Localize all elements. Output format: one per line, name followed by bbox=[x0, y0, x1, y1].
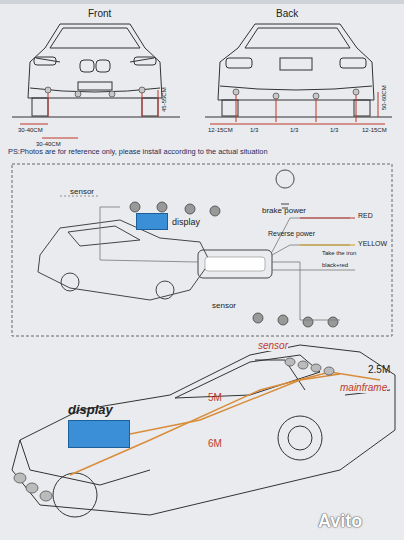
dimension-label: Back bbox=[276, 8, 298, 19]
display-screen bbox=[136, 213, 168, 230]
part-label: Reverse power bbox=[268, 230, 315, 238]
dimension-label: 12-15CM bbox=[208, 127, 233, 134]
part-label: sensor bbox=[70, 188, 94, 197]
watermark: Avito bbox=[318, 512, 362, 532]
display-unit: display bbox=[136, 213, 200, 230]
part-label: YELLOW bbox=[358, 240, 387, 248]
display-screen bbox=[68, 420, 130, 448]
part-label: 5M bbox=[208, 392, 222, 403]
dimension-label: 50-60CM bbox=[381, 85, 388, 110]
part-label: sensor bbox=[212, 302, 236, 311]
dimension-label: Front bbox=[88, 8, 111, 19]
part-label: 6M bbox=[208, 438, 222, 449]
dimension-label: 30-40CM bbox=[18, 127, 43, 134]
display-unit: display bbox=[68, 402, 130, 448]
dimension-label: 30-40CM bbox=[36, 141, 61, 148]
dimension-label: 1/3 bbox=[330, 127, 338, 134]
dimension-label: 1/3 bbox=[250, 127, 258, 134]
part-label: black+red bbox=[322, 262, 348, 269]
part-label: Take the iron bbox=[322, 250, 356, 257]
dimension-label: 12-15CM bbox=[362, 127, 387, 134]
display-label: display bbox=[68, 402, 130, 417]
part-label: 2.5M bbox=[368, 364, 390, 375]
part-label: mainframe bbox=[340, 382, 387, 393]
part-label: sensor bbox=[258, 340, 288, 351]
part-label: PS:Photos are for reference only, please… bbox=[8, 148, 268, 156]
part-label: brake power bbox=[262, 207, 306, 216]
part-label: RED bbox=[358, 212, 373, 220]
dimension-label: 45-55CM bbox=[161, 87, 168, 112]
display-label: display bbox=[172, 217, 200, 227]
dimension-label: 1/3 bbox=[290, 127, 298, 134]
